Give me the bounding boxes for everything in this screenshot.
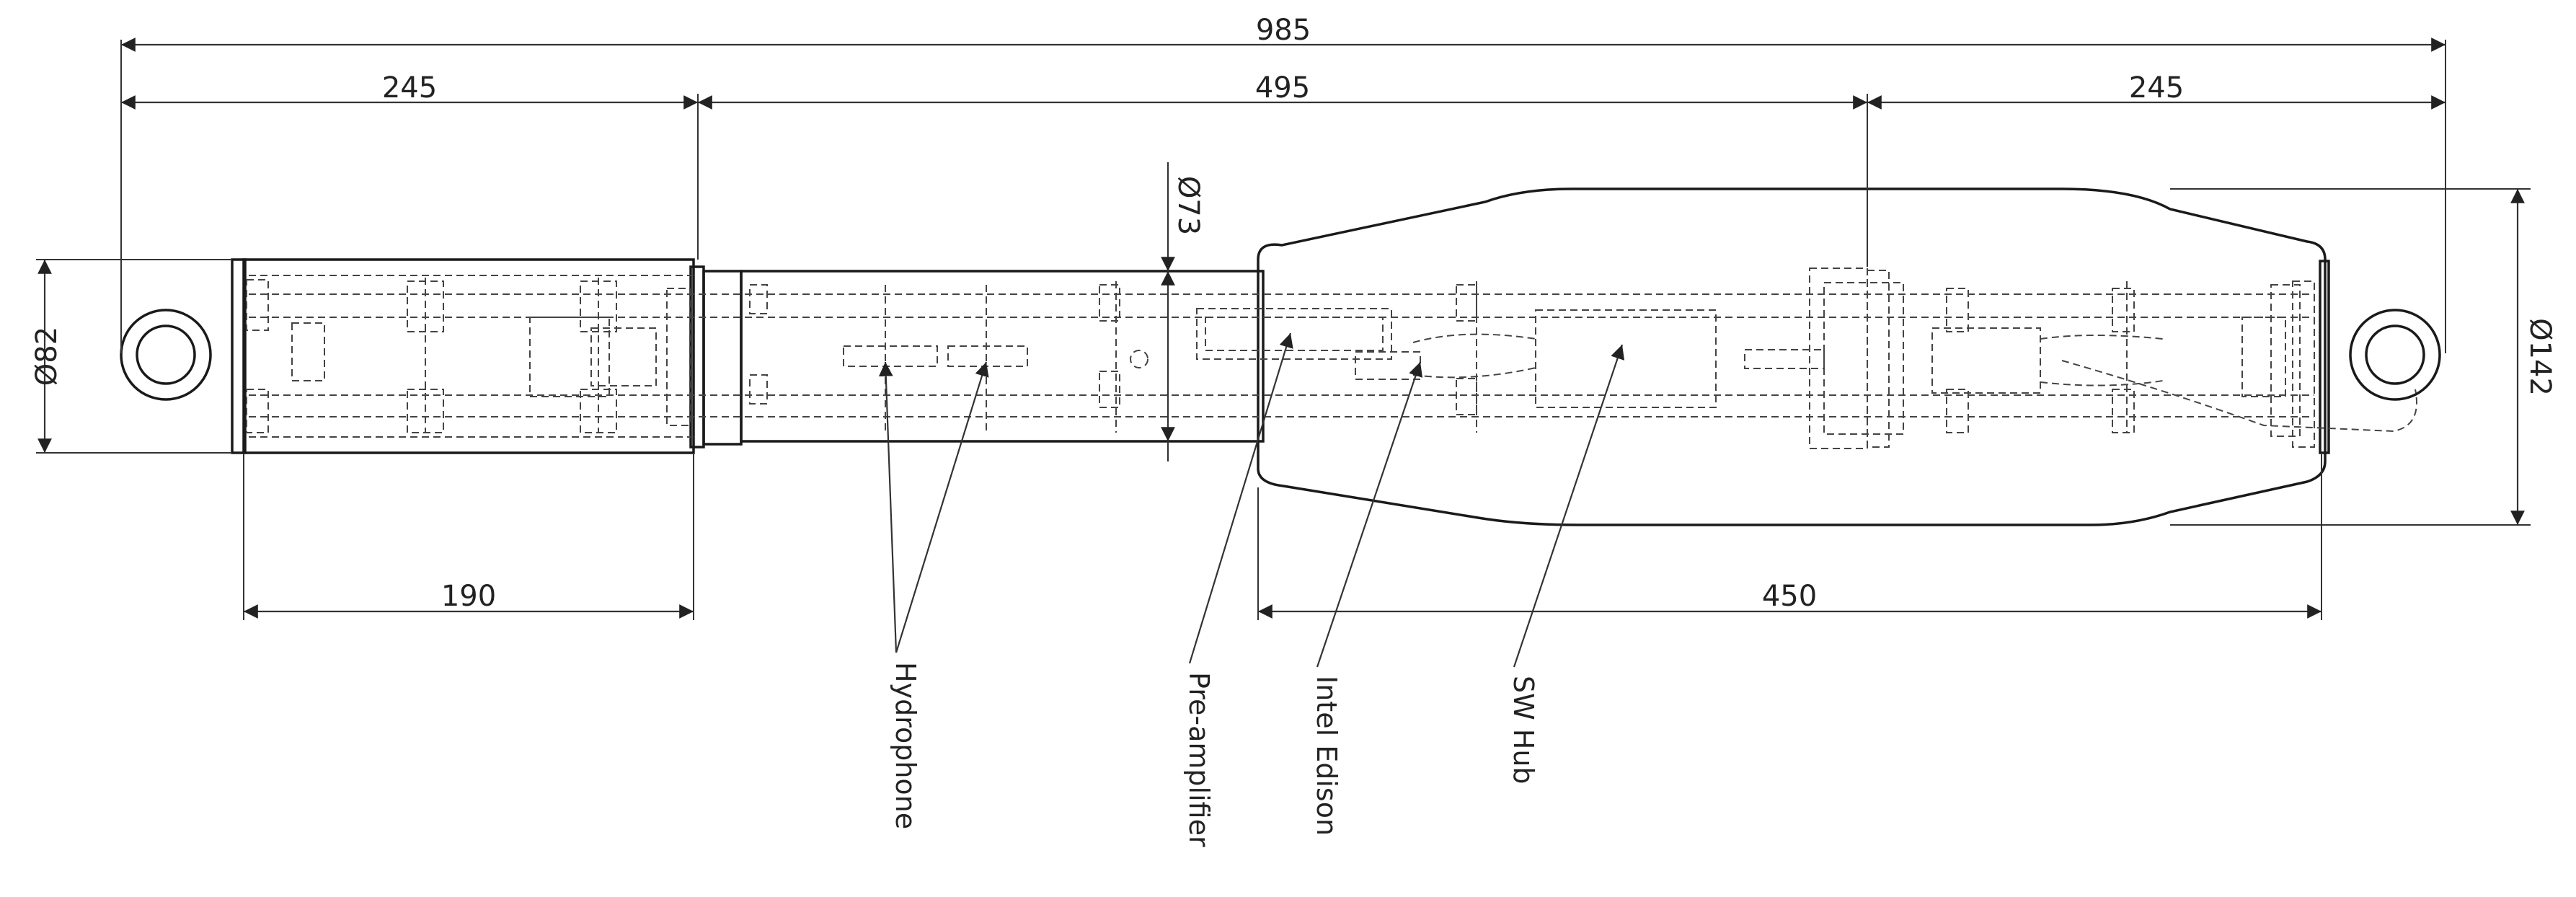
callout-hydrophone: Hydrophone (890, 662, 921, 829)
right-eye-inner (2365, 324, 2425, 385)
right-end-flange (2319, 260, 2330, 454)
center-body-length-label: 450 (1762, 580, 1817, 613)
right-eye-outer (2349, 309, 2441, 401)
left-tube (242, 258, 695, 454)
assembly-outline (120, 187, 2441, 526)
callout-intel-edison: Intel Edison (1311, 676, 1342, 836)
left-tube-length-label: 190 (441, 580, 496, 613)
center-body (1257, 187, 2327, 526)
callouts: Hydrophone Pre-amplifier Intel Edison SW… (878, 332, 1625, 847)
right-section-length-label: 245 (2129, 71, 2184, 105)
callout-sw-hub: SW Hub (1508, 676, 1539, 785)
body-diameter-label: Ø142 (2523, 318, 2557, 396)
middle-section-length-label: 495 (1255, 71, 1310, 105)
left-section-length-label: 245 (382, 71, 437, 105)
left-end-flange (231, 258, 247, 454)
overall-length-label: 985 (1256, 14, 1311, 47)
left-eye-outer (120, 309, 212, 401)
left-eye-inner (136, 324, 196, 385)
tube-diameter-label: Ø73 (1172, 176, 1205, 235)
left-coupling-ring (702, 270, 743, 446)
middle-tube (740, 270, 1265, 443)
hidden-internals (246, 268, 2417, 449)
left-cap-diameter-label: Ø82 (30, 327, 63, 386)
dimensions: 985 245 495 245 190 450 Ø82 Ø73 Ø142 (30, 14, 2557, 620)
callout-preamplifier: Pre-amplifier (1183, 672, 1215, 847)
